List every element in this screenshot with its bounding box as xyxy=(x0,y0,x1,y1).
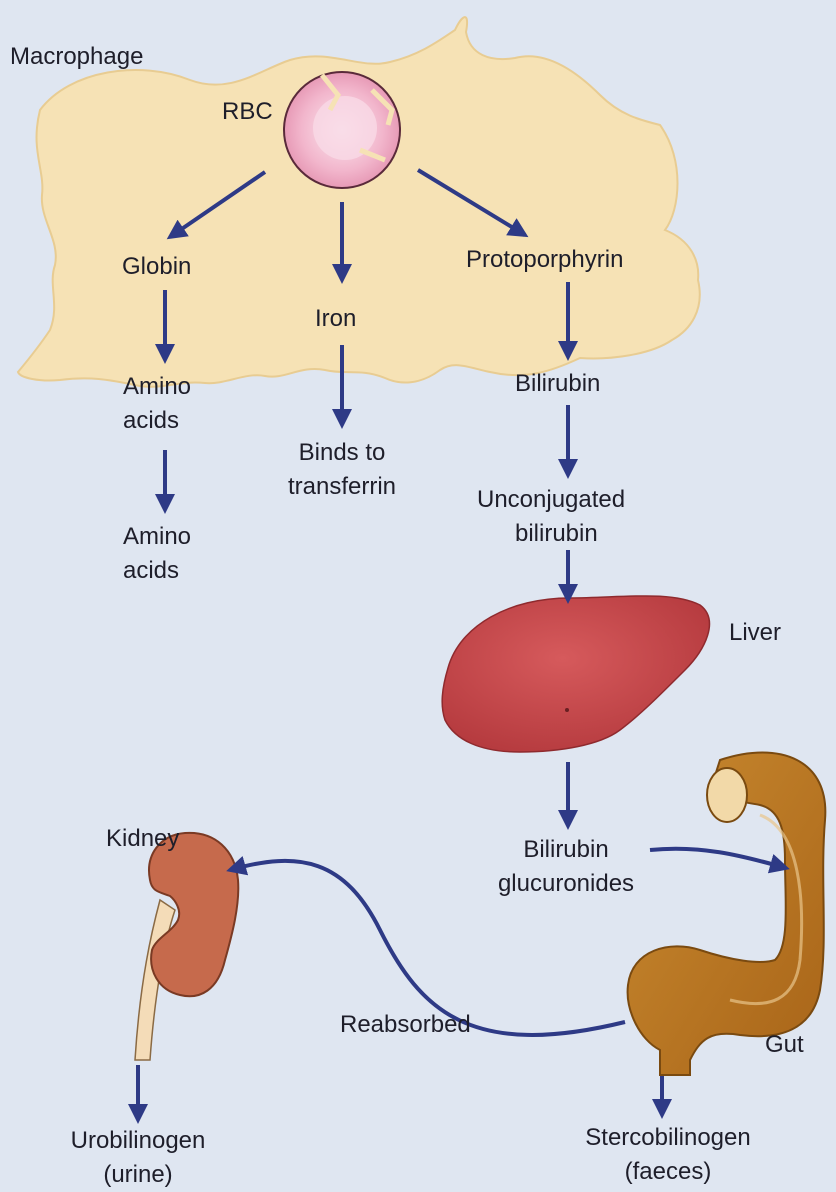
amino-acids-inside-line1: Amino xyxy=(123,370,191,404)
arrow-glucuronides-gut xyxy=(650,849,786,868)
urobilinogen-line1: Urobilinogen xyxy=(71,1124,206,1158)
bilirubin-glucuronides-line1: Bilirubin xyxy=(498,833,634,867)
gut-label: Gut xyxy=(765,1028,804,1062)
globin-label: Globin xyxy=(122,250,191,284)
liver-label: Liver xyxy=(729,616,781,650)
bilirubin-glucuronides-line2: glucuronides xyxy=(498,867,634,901)
liver-organ xyxy=(442,596,709,752)
reabsorbed-label: Reabsorbed xyxy=(340,1008,471,1042)
amino-acids-outside-label: Amino acids xyxy=(123,520,191,588)
unconjugated-bilirubin-line1: Unconjugated xyxy=(477,483,625,517)
kidney-organ xyxy=(135,833,238,1060)
stercobilinogen-label: Stercobilinogen (faeces) xyxy=(585,1121,750,1189)
protoporphyrin-label: Protoporphyrin xyxy=(466,243,623,277)
iron-label: Iron xyxy=(315,302,356,336)
urobilinogen-line2: (urine) xyxy=(71,1158,206,1192)
bilirubin-label: Bilirubin xyxy=(515,367,600,401)
macrophage-label: Macrophage xyxy=(10,40,143,74)
rbc-cell xyxy=(284,72,400,188)
urobilinogen-label: Urobilinogen (urine) xyxy=(71,1124,206,1192)
binds-transferrin-label: Binds to transferrin xyxy=(288,436,396,504)
rbc-label: RBC xyxy=(222,95,273,129)
amino-acids-inside-line2: acids xyxy=(123,404,191,438)
unconjugated-bilirubin-label: Unconjugated bilirubin xyxy=(477,483,625,551)
stercobilinogen-line2: (faeces) xyxy=(585,1155,750,1189)
binds-transferrin-line1: Binds to xyxy=(288,436,396,470)
bilirubin-glucuronides-label: Bilirubin glucuronides xyxy=(498,833,634,901)
unconjugated-bilirubin-line2: bilirubin xyxy=(477,517,625,551)
binds-transferrin-line2: transferrin xyxy=(288,470,396,504)
amino-acids-outside-line2: acids xyxy=(123,554,191,588)
stercobilinogen-line1: Stercobilinogen xyxy=(585,1121,750,1155)
amino-acids-outside-line1: Amino xyxy=(123,520,191,554)
gut-organ xyxy=(628,753,826,1076)
kidney-label: Kidney xyxy=(106,822,179,856)
amino-acids-inside-label: Amino acids xyxy=(123,370,191,438)
